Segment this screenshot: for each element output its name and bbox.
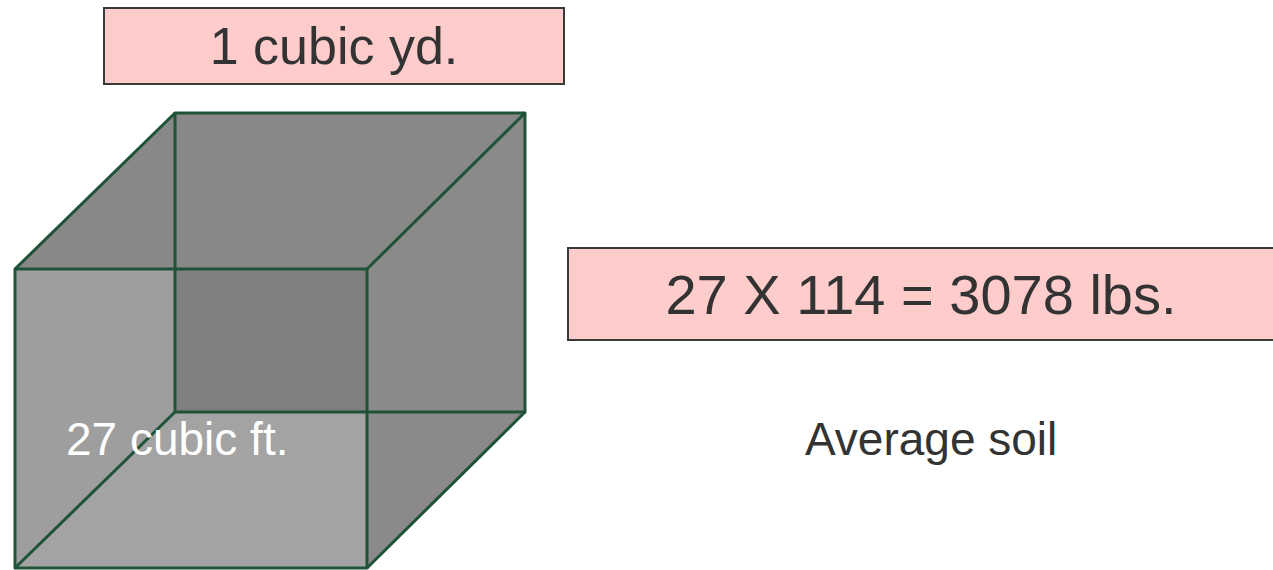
cube-edge [15, 113, 175, 269]
cube-back-edges [175, 113, 525, 412]
cube-edge [367, 412, 525, 568]
box-text: 1 cubic yd. [210, 16, 459, 76]
material-label: Average soil [805, 412, 1057, 466]
cube-body [15, 113, 525, 568]
cube-front-edges [15, 269, 367, 568]
cube-edge [367, 113, 525, 269]
highlight-box: 1 cubic yd. [103, 7, 565, 85]
box-text: 27 X 114 = 3078 lbs. [665, 262, 1176, 327]
cube-right-face [367, 113, 525, 568]
cube-bottom-face [15, 412, 367, 568]
cube-edges [15, 113, 525, 568]
highlight-box: 27 X 114 = 3078 lbs. [567, 247, 1273, 341]
volume-label: 27 cubic ft. [66, 412, 288, 466]
cube-back-face [175, 269, 367, 412]
